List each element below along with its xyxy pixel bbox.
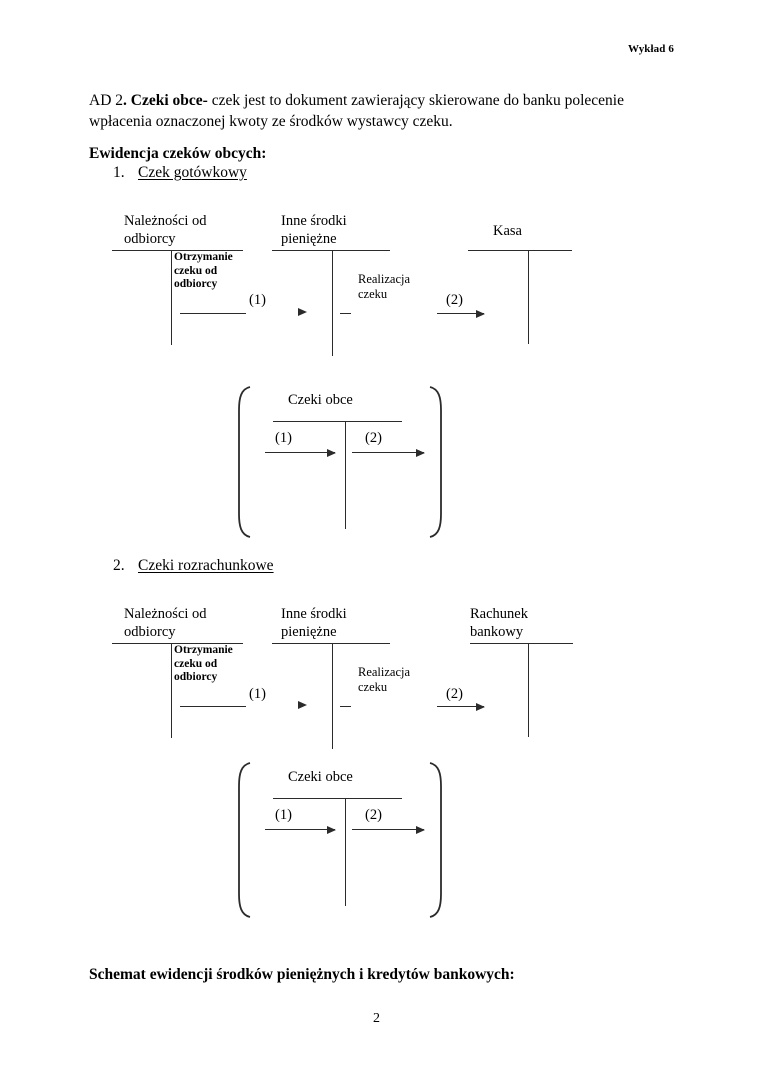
right-bracket-2-icon (428, 760, 446, 920)
bracket-1-arrow-left (265, 448, 336, 457)
t-account-3-top-rule (468, 250, 572, 251)
t-account-2-top-rule (272, 250, 390, 251)
bracket-2-label-left: (1) (275, 807, 292, 823)
t-account-6-top-rule (470, 643, 573, 644)
t-account-5-title: Inne środki pieniężne (281, 606, 347, 640)
t-account-6-flow-label: (2) (446, 686, 463, 702)
list-item-1-label: Czek gotówkowy (138, 164, 247, 181)
t-account-5-top-rule (272, 643, 390, 644)
page-number: 2 (373, 1011, 380, 1026)
t-account-4-entry-line (180, 706, 246, 707)
t-account-3-title: Kasa (493, 223, 522, 239)
paragraph-lead: AD 2 (89, 92, 124, 109)
t-account-2-stem (332, 250, 333, 356)
t-account-5-note: Realizacja czeku (358, 665, 411, 694)
t-account-1-flow-label: (1) (249, 292, 266, 308)
section-heading: Ewidencja czeków obcych: (89, 145, 267, 162)
paragraph-body: czek jest to dokument zawierający skiero… (89, 92, 624, 130)
bracket-account-1-stem (345, 421, 346, 529)
bracket-account-1-top-rule (273, 421, 402, 422)
t-account-4-top-rule (112, 643, 243, 644)
flow-arrow-3-icon (298, 701, 307, 709)
t-account-4-title: Należności od odbiorcy (124, 606, 207, 640)
t-account-1-stem (171, 250, 172, 345)
bracket-account-2-stem (345, 798, 346, 906)
t-account-1-top-rule (112, 250, 243, 251)
t-account-3-stem (528, 250, 529, 344)
list-item-2-label: Czeki rozrachunkowe (138, 557, 274, 574)
t-account-2-credit-dash (340, 313, 351, 314)
t-account-1-entry-line (180, 313, 246, 314)
bracket-account-2-title: Czeki obce (288, 769, 353, 785)
intro-paragraph: AD 2. Czeki obce- czek jest to dokument … (89, 90, 629, 132)
list-item-2-number: 2. (113, 557, 125, 574)
t-account-4-flow-label: (1) (249, 686, 266, 702)
left-bracket-1-icon (234, 384, 252, 540)
t-account-1-title: Należności od odbiorcy (124, 213, 207, 247)
paragraph-bold-term: . Czeki obce- (123, 92, 208, 109)
bracket-1-label-left: (1) (275, 430, 292, 446)
bracket-account-1-title: Czeki obce (288, 392, 353, 408)
flow-arrow-4 (437, 702, 485, 711)
t-account-2-note: Realizacja czeku (358, 272, 411, 301)
t-account-3-flow-label: (2) (446, 292, 463, 308)
running-header: Wykład 6 (628, 43, 674, 55)
t-account-6-title: Rachunek bankowy (470, 606, 528, 640)
bracket-2-arrow-left (265, 825, 336, 834)
t-account-4-stem (171, 643, 172, 738)
t-account-5-stem (332, 643, 333, 749)
left-bracket-2-icon (234, 760, 252, 920)
bracket-2-arrow-right (352, 825, 425, 834)
bottom-heading: Schemat ewidencji środków pieniężnych i … (89, 966, 515, 983)
flow-arrow-2 (437, 309, 485, 318)
bracket-account-2-top-rule (273, 798, 402, 799)
bracket-1-label-right: (2) (365, 430, 382, 446)
bracket-2-label-right: (2) (365, 807, 382, 823)
flow-arrow-1-icon (298, 308, 307, 316)
t-account-6-stem (528, 643, 529, 737)
t-account-5-credit-dash (340, 706, 351, 707)
t-account-2-title: Inne środki pieniężne (281, 213, 347, 247)
right-bracket-1-icon (428, 384, 446, 540)
bracket-1-arrow-right (352, 448, 425, 457)
t-account-4-note: Otrzymanie czeku od odbiorcy (174, 644, 233, 683)
t-account-1-note: Otrzymanie czeku od odbiorcy (174, 251, 233, 290)
list-item-1-number: 1. (113, 164, 125, 181)
